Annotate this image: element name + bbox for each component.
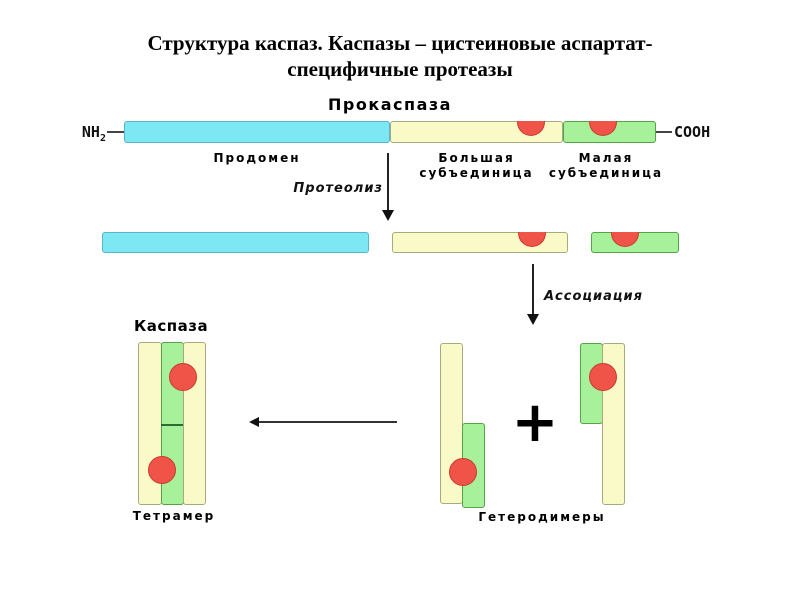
- active-site-notch-cleaved-large: [518, 232, 546, 247]
- slide-title: Структура каспаз. Каспазы – цистеиновые …: [0, 30, 800, 82]
- plus-sign: +: [511, 390, 559, 455]
- procaspase-heading: Прокаспаза: [328, 95, 452, 114]
- active-site-circle-heterodimer1: [449, 458, 477, 486]
- active-site-notch-small: [589, 121, 617, 136]
- small-subunit-segment: [563, 121, 656, 143]
- assembly-arrow-line: [257, 421, 397, 423]
- small-subunit-label: Малая субъединица: [546, 151, 666, 181]
- heterodimers-label: Гетеродимеры: [478, 510, 606, 524]
- n-terminus-base: NH: [81, 123, 100, 141]
- large-subunit-label: Большая субъединица: [390, 151, 563, 181]
- n-terminus-sub: 2: [99, 133, 106, 144]
- assembly-arrow-head-icon: [249, 417, 259, 427]
- slide-title-line2: специфичные протеазы: [287, 57, 513, 81]
- c-terminus-connector-line: [656, 131, 672, 133]
- association-label: Ассоциация: [544, 289, 644, 304]
- proteolysis-arrow-line: [387, 153, 389, 210]
- tetramer-label: Тетрамер: [132, 509, 216, 523]
- cleaved-small-subunit-bar: [591, 232, 679, 253]
- proteolysis-arrow-head-icon: [382, 210, 394, 221]
- prodomain-label: Продомен: [213, 151, 301, 165]
- n-terminus-connector-line: [107, 131, 124, 133]
- active-site-circle-heterodimer2: [589, 363, 617, 391]
- cleaved-large-subunit-bar: [392, 232, 568, 253]
- active-site-notch-large: [517, 121, 545, 136]
- active-site-notch-cleaved-small: [611, 232, 639, 247]
- slide-title-line1: Структура каспаз. Каспазы – цистеиновые …: [147, 31, 653, 55]
- prodomain-segment: [124, 121, 390, 143]
- small-subunit-label-line1: Малая: [578, 151, 634, 165]
- n-terminus-label: NH2: [62, 123, 106, 144]
- large-subunit-label-line2: субъединица: [419, 166, 534, 180]
- active-site-circle-tetramer-top: [169, 363, 197, 391]
- active-site-circle-tetramer-bottom: [148, 456, 176, 484]
- proteolysis-label: Протеолиз: [293, 181, 383, 196]
- cleaved-prodomain-bar: [102, 232, 369, 253]
- small-subunit-label-line2: субъединица: [548, 166, 664, 180]
- large-subunit-label-line1: Большая: [438, 151, 515, 165]
- c-terminus-label: COOH: [674, 123, 711, 141]
- association-arrow-line: [532, 264, 534, 314]
- caspase-heading: Каспаза: [134, 317, 209, 335]
- large-subunit-segment: [390, 121, 563, 143]
- association-arrow-head-icon: [527, 314, 539, 325]
- tetramer-subunit-divider: [161, 424, 184, 426]
